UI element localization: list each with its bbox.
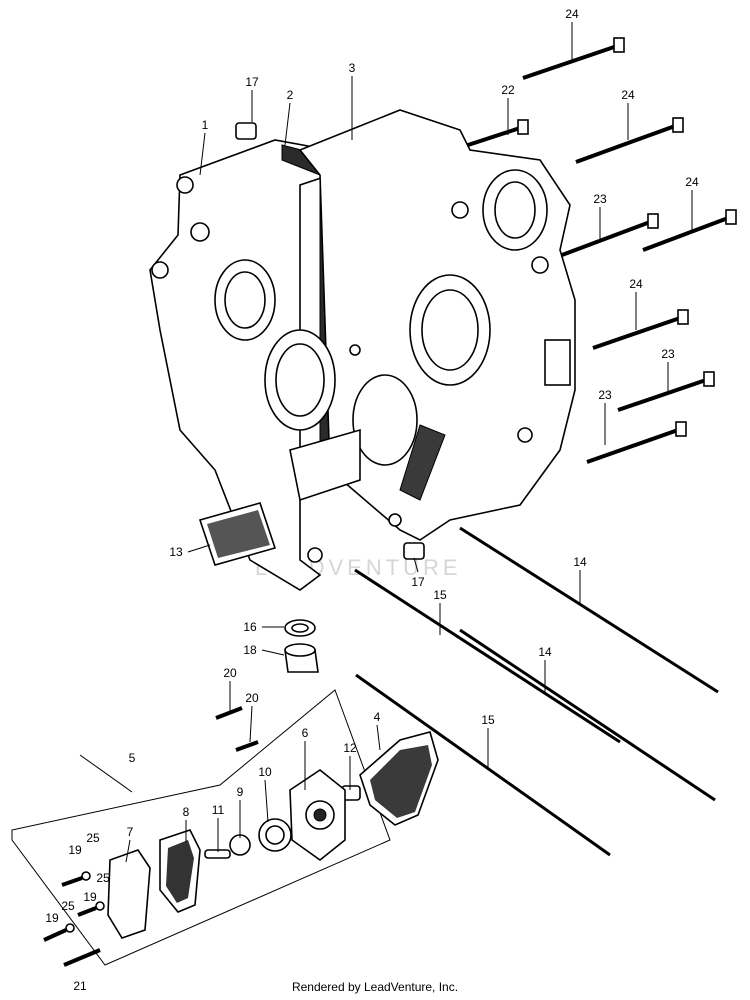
callout-15: 15: [481, 713, 495, 727]
callout-5: 5: [129, 751, 136, 765]
callout-22: 22: [501, 83, 515, 97]
callout-19: 19: [68, 843, 82, 857]
callout-20: 20: [245, 691, 259, 705]
callout-2: 2: [287, 88, 294, 102]
leader-lines: [79, 22, 693, 863]
studs: [354, 526, 719, 857]
callout-15: 15: [433, 588, 447, 602]
callout-6: 6: [302, 726, 309, 740]
callout-3: 3: [349, 61, 356, 75]
callout-14: 14: [538, 645, 552, 659]
callout-23: 23: [593, 192, 607, 206]
callout-4: 4: [374, 710, 381, 724]
callout-24: 24: [565, 7, 579, 21]
callout-17: 17: [411, 575, 425, 589]
callout-16: 16: [243, 620, 257, 634]
callout-labels: 24 17 2 3 22 24 1 24 23 24 23 23 13 17 1…: [45, 7, 699, 993]
callout-13: 13: [169, 545, 183, 559]
screws-20: [215, 706, 259, 752]
callout-24: 24: [685, 175, 699, 189]
callout-8: 8: [183, 805, 190, 819]
callout-18: 18: [243, 643, 257, 657]
callout-7: 7: [127, 825, 134, 839]
callout-19: 19: [45, 911, 59, 925]
pump-screws: [43, 871, 105, 967]
oil-pump-plate: [107, 849, 151, 939]
callout-11: 11: [212, 803, 225, 817]
callout-19: 19: [83, 890, 97, 904]
crankcase-bolts: [467, 37, 737, 464]
callout-25: 25: [61, 899, 75, 913]
callout-12: 12: [343, 741, 357, 755]
callout-24: 24: [629, 277, 643, 291]
callout-20: 20: [223, 666, 237, 680]
callout-17: 17: [245, 75, 259, 89]
callout-1: 1: [202, 118, 209, 132]
callout-14: 14: [573, 555, 587, 569]
crankcase-assembly: [149, 109, 576, 591]
callout-24: 24: [621, 88, 635, 102]
callout-21: 21: [73, 979, 87, 993]
oil-pump-group-bracket: [11, 689, 391, 966]
dowel-pin-top: [235, 122, 257, 140]
callout-25: 25: [86, 831, 100, 845]
render-credit: Rendered by LeadVenture, Inc.: [291, 980, 459, 994]
dowel-pin-bottom: [403, 542, 425, 560]
callout-23: 23: [598, 388, 612, 402]
callout-10: 10: [258, 765, 272, 779]
callout-9: 9: [237, 785, 244, 799]
callout-23: 23: [661, 347, 675, 361]
callout-25: 25: [96, 871, 110, 885]
